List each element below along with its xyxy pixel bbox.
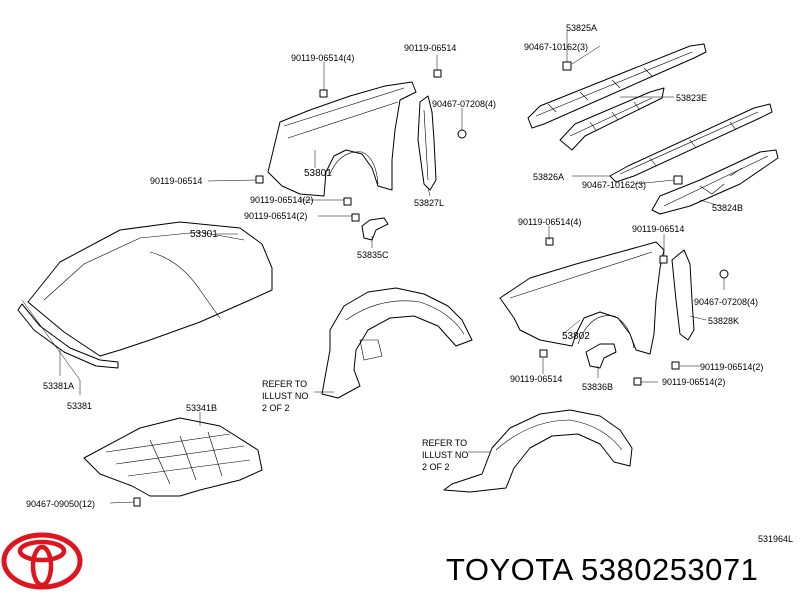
label-53826a: 53826A [533, 172, 564, 182]
rail-53825a-drawing [527, 43, 707, 129]
label-53835c: 53835C [357, 250, 389, 260]
label-53802: 53802 [562, 331, 590, 342]
liner-right-drawing [443, 409, 633, 493]
refer-note-2-line1: REFER TO [422, 438, 467, 448]
label-53341b: 53341B [186, 403, 217, 413]
fender-53802-drawing [499, 241, 665, 355]
leader-lines [21, 31, 725, 504]
label-53825a: 53825A [566, 23, 597, 33]
label-90119-06514-left: 90119-06514 [150, 176, 202, 186]
label-90467-10162-3-top: 90467-10162(3) [524, 42, 588, 52]
label-90119-06514-2-c: 90119-06514(2) [700, 362, 763, 372]
bracket-53836b-drawing [585, 343, 617, 369]
label-90467-09050-12: 90467-09050(12) [26, 499, 95, 509]
label-90119-06514-2-a: 90119-06514(2) [250, 195, 313, 205]
refer-note-1-line3: 2 OF 2 [262, 403, 290, 413]
label-90467-10162-3-bot: 90467-10162(3) [582, 180, 646, 190]
label-53381: 53381 [67, 401, 92, 411]
bracket-53835c-drawing [361, 217, 389, 241]
clips-fender-right [539, 237, 729, 386]
label-90119-06514-2-b: 90119-06514(2) [244, 211, 307, 221]
part-labels: 53825A 90467-10162(3) 53823E 53826A 9046… [26, 23, 793, 544]
bracket-53824b-drawing [651, 149, 779, 215]
part-number-caption: TOYOTA 5380253071 [446, 552, 759, 587]
liner-53827l-drawing [417, 95, 437, 191]
label-53828k: 53828K [708, 316, 739, 326]
label-90467-07208-4-top: 90467-07208(4) [432, 99, 496, 109]
toyota-logo [1, 532, 83, 590]
label-90119-06514-4-top: 90119-06514(4) [291, 53, 354, 63]
label-53801: 53801 [304, 168, 332, 179]
label-53301: 53301 [190, 229, 218, 240]
refer-note-2-line3: 2 OF 2 [422, 462, 450, 472]
label-90119-06514-2-d: 90119-06514(2) [662, 377, 725, 387]
refer-note-1-line1: REFER TO [262, 379, 307, 389]
label-90119-06514-lowleft: 90119-06514 [510, 374, 562, 384]
label-53827l: 53827L [414, 198, 444, 208]
clip-under-cover [133, 497, 141, 507]
rail-53826a-drawing [609, 103, 773, 183]
liner-left-drawing [321, 287, 473, 399]
label-90119-06514-top: 90119-06514 [404, 43, 456, 53]
fender-53801-drawing [267, 81, 417, 197]
label-53824b: 53824B [712, 203, 743, 213]
label-53381a: 53381A [43, 381, 74, 391]
label-90119-06514-mid: 90119-06514 [632, 224, 684, 234]
label-53823e: 53823E [676, 93, 707, 103]
liner-53828k-drawing [671, 249, 695, 341]
refer-note-1-line2: ILLUST NO [262, 391, 308, 401]
under-cover-53341b-drawing [83, 417, 263, 497]
hood-53301-drawing [27, 221, 273, 357]
refer-note-2-line2: ILLUST NO [422, 450, 468, 460]
label-90467-07208-4-mid: 90467-07208(4) [694, 297, 758, 307]
rail-53823e-drawing [559, 87, 665, 151]
seal-53381a-drawing [17, 303, 119, 369]
label-53836b: 53836B [582, 382, 613, 392]
label-90119-06514-4-mid: 90119-06514(4) [518, 217, 581, 227]
figure-code: 531964L [758, 534, 793, 544]
